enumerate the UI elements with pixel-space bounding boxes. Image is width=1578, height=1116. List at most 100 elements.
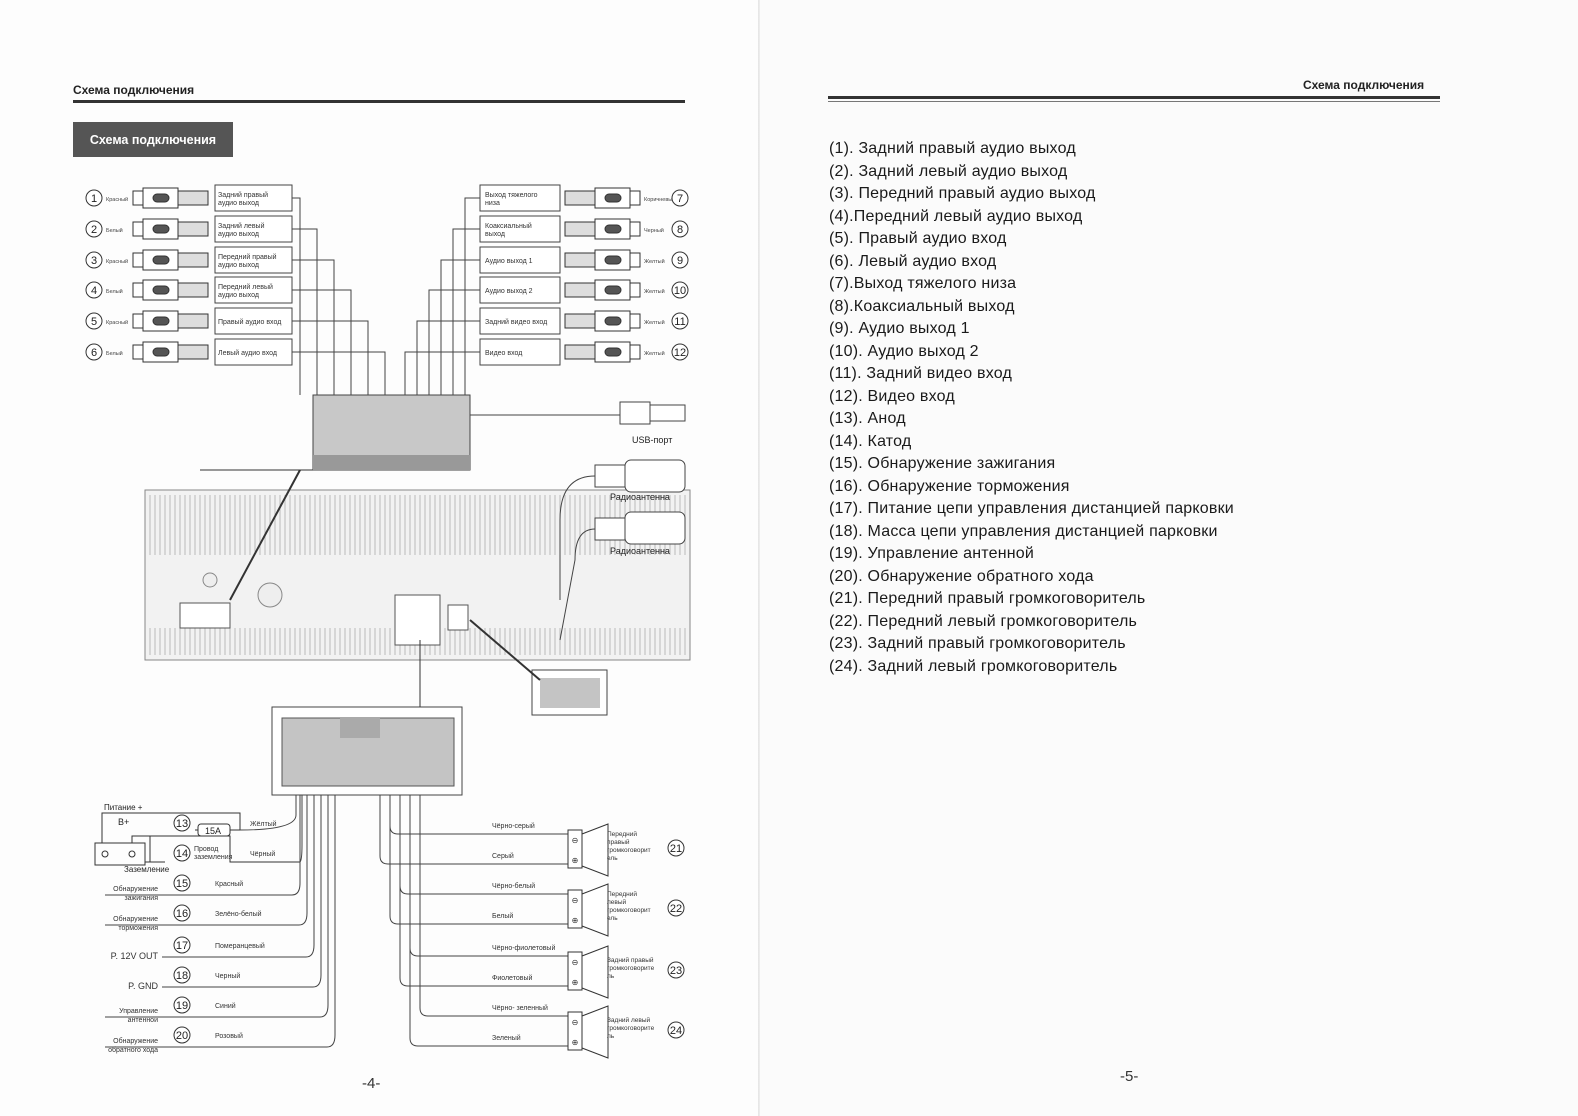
speaker-icon: ⊖⊕ xyxy=(567,945,609,999)
svg-text:⊕: ⊕ xyxy=(572,1038,579,1047)
number-circle: 12 xyxy=(671,343,689,361)
connector-label: Левый аудио вход xyxy=(218,349,277,357)
number-circle: 16 xyxy=(173,904,191,922)
rca-plug-icon xyxy=(132,218,209,240)
speaker-icon: ⊖⊕ xyxy=(567,883,609,937)
rca-plug-icon xyxy=(564,249,641,271)
list-item: (11). Задний видео вход xyxy=(829,365,1013,382)
connector-label: аудио выход xyxy=(218,231,259,238)
negative-wire-color: Чёрно-серый xyxy=(492,822,535,830)
list-item: (13). Анод xyxy=(829,410,906,427)
connector-label: Задний левый xyxy=(218,222,265,230)
speaker-label: правый xyxy=(607,838,630,846)
wire-color: Красный xyxy=(215,880,243,888)
speaker-label: Задний правый xyxy=(607,956,654,964)
number-label: 6 xyxy=(91,347,97,359)
list-item: (4).Передний левый аудио выход xyxy=(829,207,1083,225)
number-circle: 2 xyxy=(85,220,103,238)
negative-wire-color: Чёрно-белый xyxy=(492,882,535,890)
rca-plug-icon xyxy=(564,341,641,363)
positive-wire-color: Зеленый xyxy=(492,1034,521,1042)
rca-plug-icon xyxy=(564,187,641,209)
connector-label: Видео вход xyxy=(485,350,522,357)
number-label: 19 xyxy=(176,1000,188,1012)
antenna-label-1: Радиоантенна xyxy=(610,492,670,502)
number-label: 14 xyxy=(176,848,188,860)
connection-list: (1). Задний правый аудио выход(2). Задни… xyxy=(829,138,1234,678)
wire-color: Черный xyxy=(215,972,240,980)
number-circle: 23 xyxy=(667,961,685,979)
wire-label: торможения xyxy=(118,925,158,932)
list-item: (14). Катод xyxy=(829,432,912,450)
wire-color: Чёрный xyxy=(250,850,275,858)
page-header: Схема подключения xyxy=(73,83,195,97)
page-number: -5- xyxy=(1120,1068,1139,1085)
number-circle: 1 xyxy=(85,189,103,207)
wire-18: Черный P. GND xyxy=(128,795,322,991)
svg-text:⊖: ⊖ xyxy=(572,896,579,905)
usb-label: USB-порт xyxy=(632,435,672,445)
rca-plug-icon xyxy=(564,310,641,332)
number-label: 15 xyxy=(176,878,188,890)
number-label: 10 xyxy=(674,285,686,297)
wire-color: Коричневый xyxy=(644,196,675,203)
number-label: 9 xyxy=(677,255,683,267)
list-item: (2). Задний левый аудио выход xyxy=(829,162,1068,180)
speaker-21: Чёрно-серыйСерый⊖⊕Переднийправыйгромкого… xyxy=(379,795,651,877)
connector-row-10: Аудио выход 2 Желтый xyxy=(428,276,665,395)
list-item: (15). Обнаружение зажигания xyxy=(829,455,1056,472)
speaker-label: Передний xyxy=(607,890,637,898)
list-item: (21). Передний правый громкоговоритель xyxy=(829,590,1146,607)
wire-color: Желтый xyxy=(644,288,665,295)
list-item: (7).Выход тяжелого низа xyxy=(829,275,1017,292)
connector-label: выход xyxy=(485,231,505,238)
number-label: 11 xyxy=(674,316,685,328)
number-circle: 21 xyxy=(667,839,685,857)
header-rule-thin xyxy=(828,101,1440,102)
connector-label: Коаксиальный xyxy=(485,222,532,230)
antenna-connector-1 xyxy=(559,459,686,600)
page-header: Схема подключения xyxy=(1303,78,1425,92)
header-rule xyxy=(828,96,1440,99)
number-label: 8 xyxy=(677,224,683,236)
wire-13: Жёлтый xyxy=(239,795,297,831)
number-circle: 15 xyxy=(173,874,191,892)
speaker-label: громкоговорит xyxy=(607,847,651,854)
wire-label: обратного хода xyxy=(108,1046,158,1054)
speaker-label: ль xyxy=(607,973,615,980)
negative-wire-color: Чёрно-фиолетовый xyxy=(492,944,555,952)
small-module xyxy=(469,619,608,716)
connector-label: Передний правый xyxy=(218,253,277,261)
number-circle: 4 xyxy=(85,281,103,299)
connector-label: Аудио выход 2 xyxy=(485,288,533,295)
wire-color: Черный xyxy=(644,227,664,234)
battery-icon xyxy=(94,812,300,866)
section-title: Схема подключения xyxy=(73,122,233,157)
wire-label: P. GND xyxy=(128,981,158,991)
svg-text:⊖: ⊖ xyxy=(572,958,579,967)
number-circle: 9 xyxy=(671,251,689,269)
speaker-22: Чёрно-белыйБелый⊖⊕Переднийлевыйгромкогов… xyxy=(389,795,651,937)
positive-wire-color: Фиолетовый xyxy=(492,974,532,982)
number-circle: 7 xyxy=(671,189,689,207)
bplus-label: B+ xyxy=(118,817,129,827)
connector-label: низа xyxy=(485,200,500,207)
svg-text:⊕: ⊕ xyxy=(572,916,579,925)
speaker-label: левый xyxy=(607,898,627,906)
speaker-icon: ⊖⊕ xyxy=(567,1005,609,1059)
speaker-label: ль xyxy=(607,1033,615,1040)
connector-label: аудио выход xyxy=(218,262,259,269)
svg-text:⊕: ⊕ xyxy=(572,856,579,865)
wiring-diagram: USB-порт Радиоантенна Радиоантенна Питан… xyxy=(85,184,691,1059)
rca-plug-icon xyxy=(132,279,209,301)
rca-plug-icon xyxy=(564,279,641,301)
positive-wire-color: Белый xyxy=(492,912,513,920)
wire-label: Провод xyxy=(194,846,218,853)
